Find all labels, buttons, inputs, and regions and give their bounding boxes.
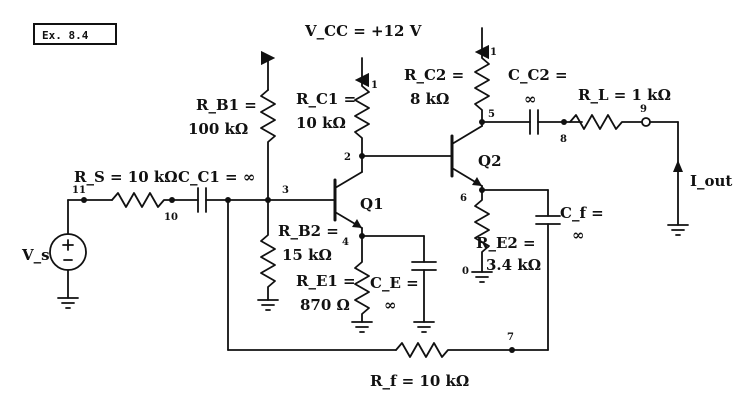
rs-label: R_S = 10 kΩ (74, 168, 178, 186)
node-label-2: 2 (344, 152, 351, 163)
node-dot-10 (169, 197, 175, 203)
ground-symbol-output (667, 224, 689, 236)
node-label-1b: 1 (490, 47, 497, 58)
transistor-q1 (333, 171, 363, 229)
rb2-name: R_B2 = (278, 222, 339, 240)
node-label-10: 10 (164, 212, 178, 223)
node-label-4: 4 (342, 237, 349, 248)
node-dot-11 (81, 197, 87, 203)
vs-label: V_s (21, 246, 50, 264)
ground-symbol-vs (57, 297, 79, 309)
node-label-7: 7 (507, 332, 514, 343)
node-label-6: 6 (460, 193, 467, 204)
rb1-name: R_B1 = (196, 96, 257, 114)
resistor-rc2 (474, 51, 490, 123)
cc1-label: C_C1 = ∞ (178, 168, 255, 186)
resistor-re1 (354, 235, 370, 323)
ground-symbol-re1 (351, 321, 373, 333)
q1-label: Q1 (360, 195, 384, 213)
resistor-rs (111, 192, 199, 208)
output-terminal-9 (641, 117, 651, 127)
re1-value: 870 Ω (300, 296, 350, 314)
rc2-value: 8 kΩ (410, 90, 449, 108)
rc1-value: 10 kΩ (296, 114, 346, 132)
node-label-1a: 1 (371, 80, 378, 91)
ce-name: C_E = (370, 274, 419, 292)
ground-symbol-ce (413, 321, 435, 333)
cf-name: C_f = (560, 204, 604, 222)
node-label-9: 9 (640, 104, 647, 115)
rb1-value: 100 kΩ (188, 120, 248, 138)
capacitor-cf (535, 215, 561, 225)
example-tag-box (33, 23, 117, 45)
transistor-q2 (450, 125, 483, 187)
node-dot-8 (561, 119, 567, 125)
node-label-8: 8 (560, 134, 567, 145)
capacitor-cc2 (529, 109, 539, 135)
resistor-rb2 (260, 199, 276, 301)
ground-symbol-re2 (471, 271, 493, 283)
resistor-rb1 (260, 89, 276, 201)
node-label-3: 3 (282, 185, 289, 196)
rf-label: R_f = 10 kΩ (370, 372, 469, 390)
example-tag: Ex. 8.4 (42, 29, 89, 42)
rb2-value: 15 kΩ (282, 246, 332, 264)
node-label-11: 11 (72, 185, 86, 196)
resistor-re2 (474, 189, 490, 273)
re2-name: R_E2 = (476, 234, 536, 252)
supply-label: V_CC = +12 V (304, 22, 422, 40)
resistor-rf (395, 342, 549, 358)
cc2-value: ∞ (524, 90, 537, 108)
ce-value: ∞ (384, 296, 397, 314)
rc1-name: R_C1 = (296, 90, 356, 108)
capacitor-cc1 (197, 187, 207, 213)
re2-value: 3.4 kΩ (486, 256, 541, 274)
rc2-name: R_C2 = (404, 66, 464, 84)
cc2-name: C_C2 = (508, 66, 568, 84)
node-dot-7 (509, 347, 515, 353)
capacitor-ce (411, 261, 437, 271)
voltage-source-vs (49, 199, 87, 299)
rl-label: R_L = 1 kΩ (578, 86, 671, 104)
cf-value: ∞ (572, 226, 585, 244)
iout-label: I_out (690, 172, 732, 190)
iout-arrow-icon (673, 160, 683, 172)
resistor-rc1 (354, 79, 370, 157)
resistor-rl (569, 114, 643, 130)
q2-label: Q2 (478, 152, 502, 170)
node-label-5: 5 (488, 109, 495, 120)
node-dot-1a (359, 77, 365, 83)
node-dot-1b (479, 49, 485, 55)
re1-name: R_E1 = (296, 272, 356, 290)
node-label-0: 0 (462, 266, 469, 277)
ground-symbol-rb2 (257, 299, 279, 311)
